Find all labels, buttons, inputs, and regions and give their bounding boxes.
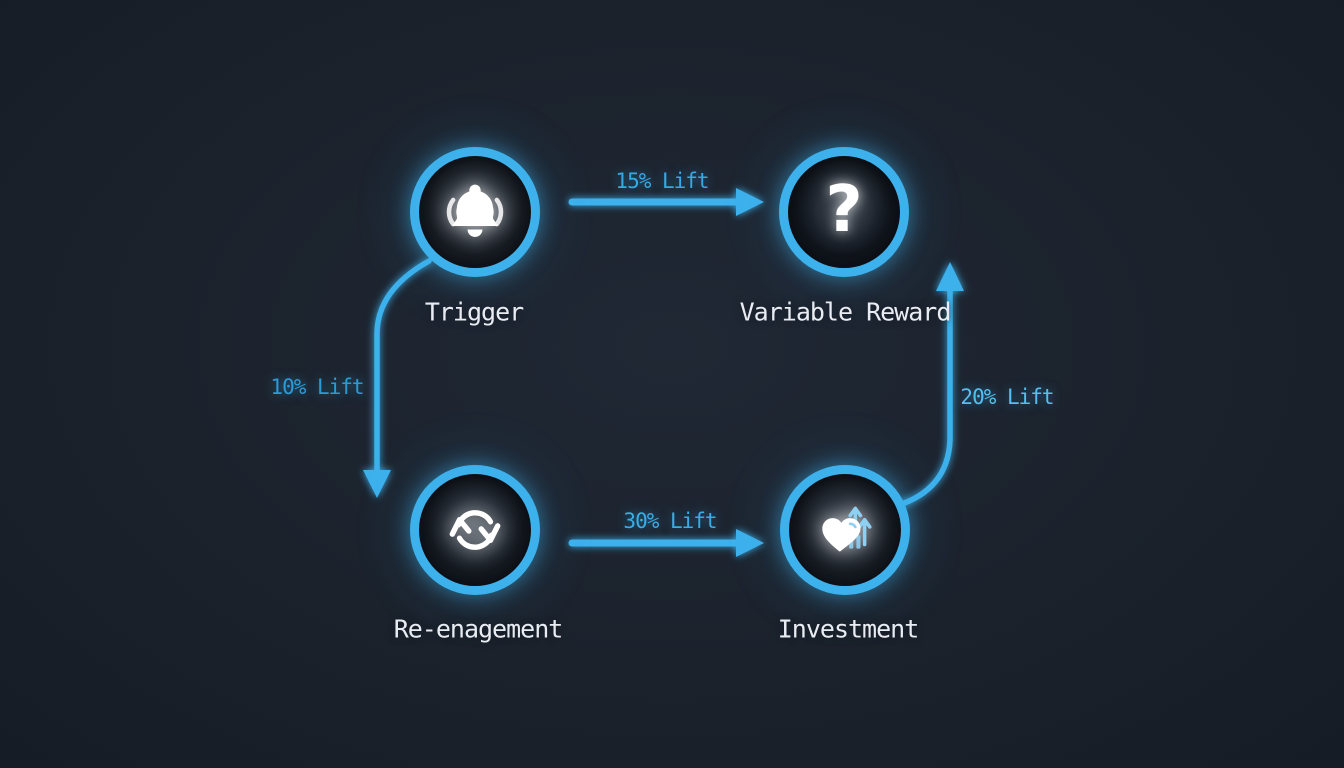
node-label-investment: Investment <box>777 614 920 644</box>
node-trigger <box>410 147 540 277</box>
edge-label-20-lift: 20% Lift <box>960 385 1054 409</box>
edge-label-15-lift: 15% Lift <box>615 169 709 193</box>
bell-icon <box>440 177 510 247</box>
node-label-trigger: Trigger <box>424 297 524 327</box>
edge-label-10-lift: 10% Lift <box>270 375 364 399</box>
edge-investment-to-variable-reward-arrow <box>893 262 964 509</box>
node-re-enagement <box>410 465 540 595</box>
refresh-icon <box>442 497 508 563</box>
heart-growth-icon <box>812 497 878 563</box>
edge-label-30-lift: 30% Lift <box>623 509 717 533</box>
edge-trigger-to-variable-reward-arrow <box>568 188 764 216</box>
edge-re-enagement-to-investment-arrow <box>568 529 764 557</box>
edge-trigger-to-re-enagement-arrow <box>363 258 432 498</box>
node-investment <box>780 465 910 595</box>
node-variable-reward: ? <box>779 147 909 277</box>
node-label-re-enagement: Re-enagement <box>393 614 564 644</box>
question-mark-icon: ? <box>825 173 863 247</box>
node-label-variable-reward: Variable Reward <box>739 297 952 327</box>
